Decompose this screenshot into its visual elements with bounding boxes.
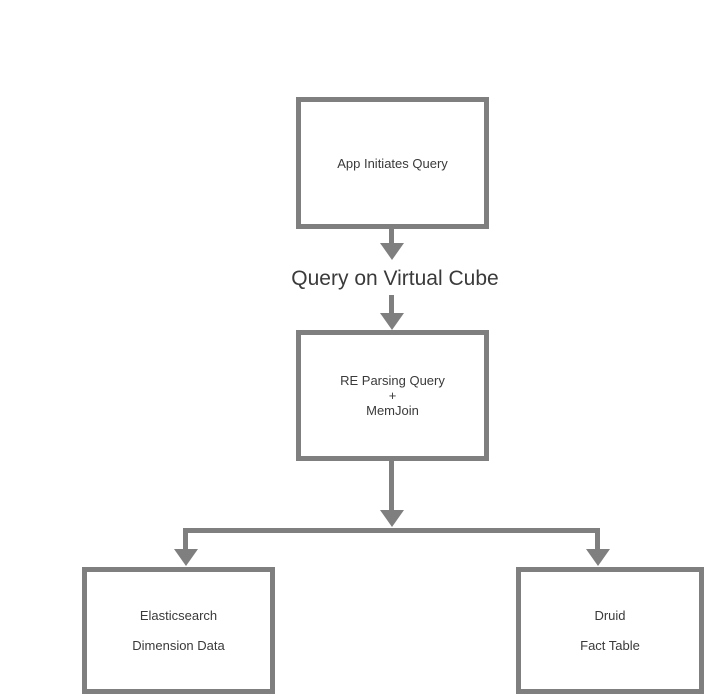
- druid-node-line-2: Fact Table: [580, 637, 640, 653]
- branch-connector-line: [183, 528, 600, 533]
- arrowhead-down-icon: [380, 313, 404, 330]
- arrowhead-down-icon: [380, 510, 404, 527]
- arrow-app-to-virtual-cube-shaft: [389, 229, 394, 244]
- elasticsearch-node-line-1: Elasticsearch: [139, 607, 218, 623]
- arrowhead-down-icon: [586, 549, 610, 566]
- parse-node-line-2: +: [388, 388, 397, 403]
- elasticsearch-node-line-2: Dimension Data: [132, 637, 225, 653]
- parse-node-line-1: RE Parsing Query: [340, 373, 445, 388]
- arrowhead-down-icon: [380, 243, 404, 260]
- virtual-cube-label: Query on Virtual Cube: [291, 267, 499, 290]
- arrow-virtual-cube-to-parse-shaft: [389, 295, 394, 313]
- app-node-label: App Initiates Query: [337, 155, 448, 171]
- arrow-branch-to-druid-shaft: [595, 533, 600, 549]
- parse-node-line-3: MemJoin: [366, 403, 419, 418]
- node-re-parsing-memjoin: RE Parsing Query + MemJoin: [296, 330, 489, 461]
- arrow-parse-to-branch-shaft: [389, 461, 394, 511]
- node-app-initiates-query: App Initiates Query: [296, 97, 489, 229]
- arrow-branch-to-elasticsearch-shaft: [183, 533, 188, 549]
- druid-node-line-1: Druid: [594, 607, 626, 623]
- node-elasticsearch-dimension-data: Elasticsearch Dimension Data: [82, 567, 275, 694]
- node-druid-fact-table: Druid Fact Table: [516, 567, 704, 694]
- arrowhead-down-icon: [174, 549, 198, 566]
